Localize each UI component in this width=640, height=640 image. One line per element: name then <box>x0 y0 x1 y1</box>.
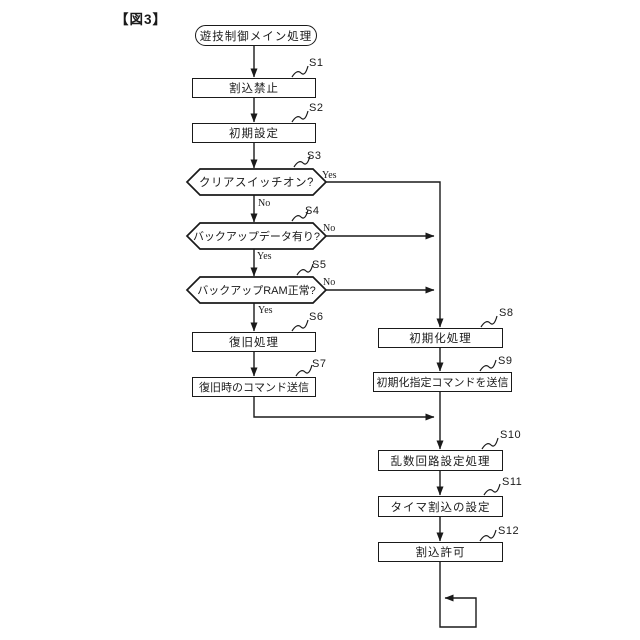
process-box-s6: 復旧処理 <box>192 332 316 352</box>
terminal-start-label: 遊技制御メイン処理 <box>199 30 313 43</box>
step-code-s9: S9 <box>498 355 513 367</box>
branch-label-s4-no: No <box>323 223 336 234</box>
process-box-s1: 割込禁止 <box>192 78 316 98</box>
leader-squiggle-s7 <box>295 364 313 377</box>
leader-squiggle-s6 <box>291 319 309 332</box>
process-label-s11: タイマ割込の設定 <box>390 501 491 514</box>
branch-label-s3-no: No <box>258 198 271 209</box>
process-label-s1: 割込禁止 <box>229 83 279 95</box>
leader-squiggle-s9 <box>479 359 497 372</box>
leader-squiggle-s11 <box>483 483 501 496</box>
process-box-s9: 初期化指定コマンドを送信 <box>373 372 512 392</box>
step-code-s12: S12 <box>498 525 520 537</box>
step-code-s5: S5 <box>312 259 327 271</box>
arrow-s3-yes-to-s8 <box>326 181 444 328</box>
process-label-s12: 割込許可 <box>415 547 466 559</box>
leader-squiggle-s10 <box>481 437 499 450</box>
process-box-s8: 初期化処理 <box>378 328 503 348</box>
process-box-s7: 復旧時のコマンド送信 <box>192 377 316 397</box>
terminal-start: 遊技制御メイン処理 <box>195 25 317 46</box>
decision-label-s5: バックアップRAM正常? <box>197 285 316 297</box>
leader-squiggle-s5 <box>296 263 314 276</box>
leader-squiggle-s4 <box>291 209 309 222</box>
leader-squiggle-s12 <box>479 529 497 542</box>
process-box-s2: 初期設定 <box>192 123 316 143</box>
step-code-s10: S10 <box>500 429 522 441</box>
step-code-s1: S1 <box>309 57 324 69</box>
step-code-s11: S11 <box>502 476 523 488</box>
branch-label-s4-yes: Yes <box>257 251 272 262</box>
arrow-s7-to-right-line <box>253 397 435 421</box>
process-label-s6: 復旧処理 <box>229 337 279 349</box>
decision-label-s4: バックアップデータ有り? <box>192 231 321 243</box>
step-code-s4: S4 <box>305 205 320 217</box>
process-box-s11: タイマ割込の設定 <box>378 496 503 517</box>
leader-squiggle-s3 <box>293 155 311 168</box>
process-box-s12: 割込許可 <box>378 542 503 562</box>
process-label-s2: 初期設定 <box>229 128 279 140</box>
branch-label-s3-yes: Yes <box>322 170 337 181</box>
branch-label-s5-no: No <box>323 277 336 288</box>
process-box-s10: 乱数回路設定処理 <box>378 450 503 471</box>
process-label-s10: 乱数回路設定処理 <box>390 455 491 468</box>
process-label-s8: 初期化処理 <box>409 333 472 345</box>
step-code-s2: S2 <box>309 102 324 114</box>
figure-title: 【図3】 <box>115 12 168 27</box>
process-label-s7: 復旧時のコマンド送信 <box>199 382 309 394</box>
step-code-s3: S3 <box>307 150 322 162</box>
leader-squiggle-s1 <box>291 65 309 78</box>
step-code-s8: S8 <box>499 307 514 319</box>
leader-squiggle-s8 <box>480 315 498 328</box>
step-code-s6: S6 <box>309 311 324 323</box>
branch-label-s5-yes: Yes <box>258 305 273 316</box>
arrow-s12-loop <box>439 562 477 628</box>
leader-squiggle-s2 <box>291 110 309 123</box>
step-code-s7: S7 <box>312 358 327 370</box>
process-label-s9: 初期化指定コマンドを送信 <box>376 377 509 389</box>
decision-label-s3: クリアスイッチオン? <box>199 177 314 189</box>
